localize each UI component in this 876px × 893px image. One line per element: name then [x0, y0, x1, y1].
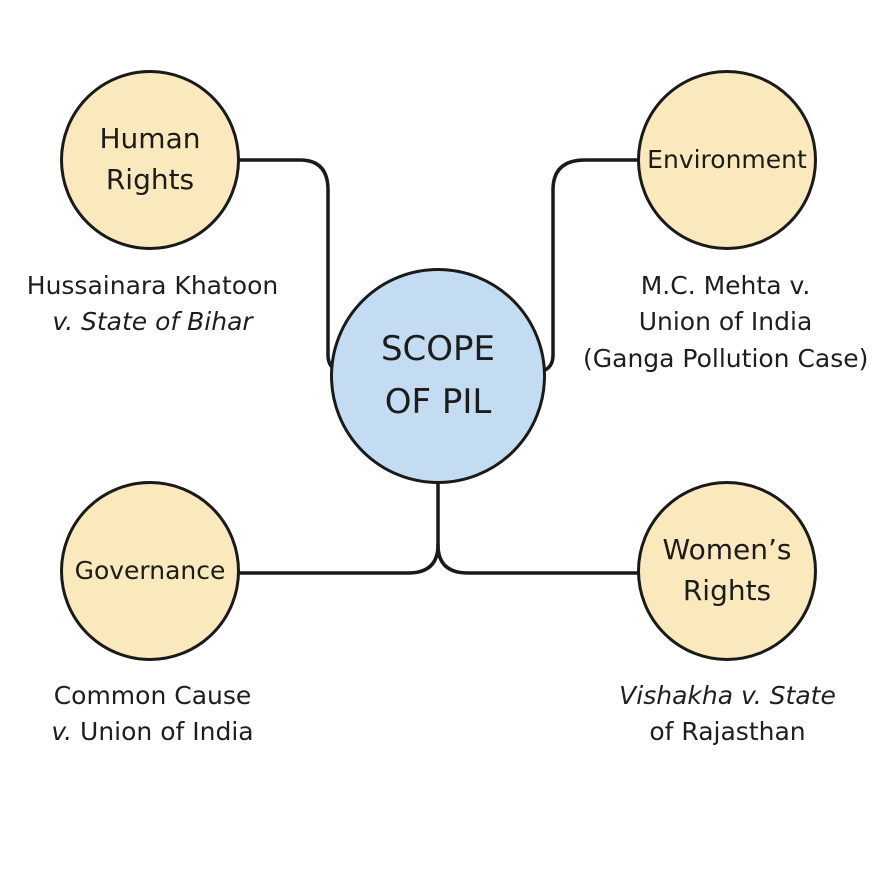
womens-rights-case-line1: Vishakha v. State — [619, 681, 836, 710]
human-rights-case-line1: Hussainara Khatoon — [26, 271, 279, 300]
human-rights-case: Hussainara Khatoon v. State of Bihar — [20, 268, 285, 341]
governance-label: Governance — [74, 555, 226, 585]
human-rights-node: Human Rights — [60, 70, 240, 250]
human-rights-label: Human Rights — [99, 122, 201, 196]
governance-case-line2: v. Union of India — [20, 714, 285, 750]
environment-label: Environment — [647, 144, 807, 174]
womens-rights-case-line2: of Rajasthan — [649, 717, 806, 747]
connector-environment — [543, 158, 640, 372]
environment-case-line3: (Ganga Pollution Case) — [583, 343, 869, 373]
environment-case: M.C. Mehta v. Union of India (Ganga Poll… — [583, 268, 868, 377]
human-rights-case-line2: v. State of Bihar — [52, 307, 253, 337]
governance-case-line1: Common Cause — [53, 681, 252, 710]
environment-case-line1: M.C. Mehta v. — [640, 271, 811, 300]
governance-case: Common Cause v. Union of India — [20, 678, 285, 751]
womens-rights-node: Women’s Rights — [637, 481, 817, 661]
center-node: SCOPE OF PIL — [330, 268, 546, 484]
governance-case-line2-prefix: v. — [51, 717, 73, 747]
environment-case-line2: Union of India — [638, 307, 813, 337]
environment-node: Environment — [637, 70, 817, 250]
center-label-line2: OF PIL — [384, 382, 492, 422]
governance-case-line2-rest: Union of India — [72, 717, 254, 747]
connector-womens-rights — [436, 543, 640, 575]
connector-governance — [238, 543, 440, 575]
governance-node: Governance — [60, 481, 240, 661]
womens-rights-label: Women’s Rights — [662, 533, 792, 607]
womens-rights-case: Vishakha v. State of Rajasthan — [595, 678, 860, 751]
center-label-line1: SCOPE — [380, 329, 496, 370]
